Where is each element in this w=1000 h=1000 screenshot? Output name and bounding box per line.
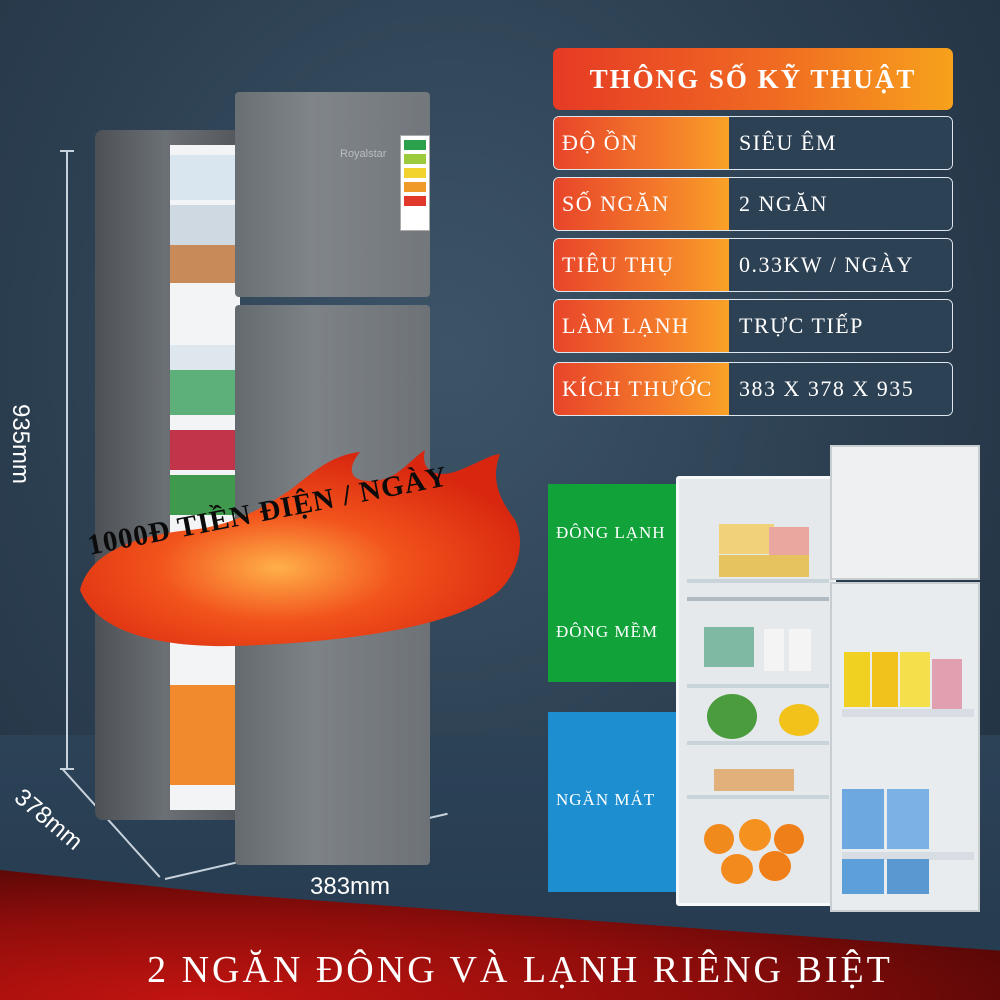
footer-tagline: 2 NGĂN ĐÔNG VÀ LẠNH RIÊNG BIỆT — [147, 949, 893, 991]
spec-value: SIÊU ÊM — [729, 117, 952, 169]
spec-row-noise: ĐỘ ỒN SIÊU ÊM — [553, 116, 953, 170]
height-dimension-tick-top — [60, 150, 74, 152]
spec-row-size: KÍCH THƯỚC 383 X 378 X 935 — [553, 362, 953, 416]
freezer-label: ĐÔNG LẠNH — [556, 523, 666, 542]
spec-value: 2 NGĂN — [729, 178, 952, 230]
open-freezer-door — [830, 445, 980, 580]
spec-label: ĐỘ ỒN — [554, 117, 729, 169]
spec-label: KÍCH THƯỚC — [554, 363, 729, 415]
spec-label: LÀM LẠNH — [554, 300, 729, 352]
open-fridge-door — [830, 582, 980, 912]
spec-row-consumption: TIÊU THỤ 0.33KW / NGÀY — [553, 238, 953, 292]
height-dimension-line — [66, 150, 68, 770]
spec-label: TIÊU THỤ — [554, 239, 729, 291]
spec-value: TRỰC TIẾP — [729, 300, 952, 352]
cooler-label: NGĂN MÁT — [556, 790, 656, 809]
height-dimension-label: 935mm — [7, 403, 35, 485]
flame-icon — [80, 450, 520, 647]
soft-freeze-label: ĐÔNG MỀM — [556, 622, 658, 641]
spec-table-title: THÔNG SỐ KỸ THUẬT — [553, 48, 953, 110]
width-dimension-label: 383mm — [310, 873, 391, 900]
freezer-zone-panel — [548, 484, 678, 682]
spec-label: SỐ NGĂN — [554, 178, 729, 230]
open-fridge-photo — [676, 476, 836, 906]
spec-value: 383 X 378 X 935 — [729, 363, 952, 415]
energy-label-sticker — [400, 135, 430, 231]
fridge-interior — [170, 145, 240, 810]
spec-value: 0.33KW / NGÀY — [729, 239, 952, 291]
cooler-zone-panel — [548, 712, 678, 892]
brand-logo: Royalstar — [340, 148, 387, 160]
spec-row-cooling: LÀM LẠNH TRỰC TIẾP — [553, 299, 953, 353]
height-dimension-tick-bottom — [60, 768, 74, 770]
spec-row-compartments: SỐ NGĂN 2 NGĂN — [553, 177, 953, 231]
fridge-top-door — [235, 92, 430, 297]
